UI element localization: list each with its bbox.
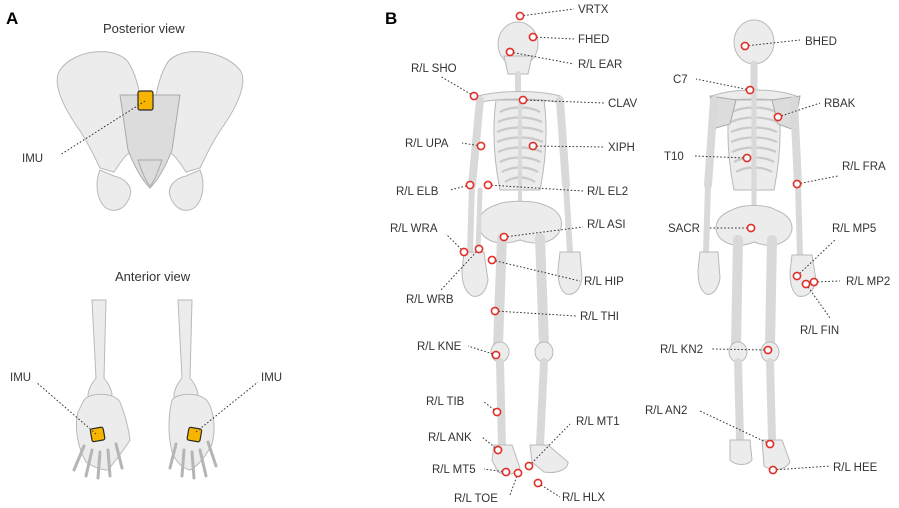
marker-xiph xyxy=(528,141,538,151)
marker-bhed xyxy=(740,41,750,51)
label-hlx: R/L HLX xyxy=(562,492,605,504)
label-an2: R/L AN2 xyxy=(645,405,687,417)
marker-mp2 xyxy=(809,277,819,287)
label-hee: R/L HEE xyxy=(833,462,878,474)
label-asi: R/L ASI xyxy=(587,219,626,231)
marker-mt1 xyxy=(524,461,534,471)
left-foot-illustration xyxy=(72,299,131,480)
label-fin: R/L FIN xyxy=(800,325,839,337)
marker-elb xyxy=(465,180,475,190)
marker-hee xyxy=(768,465,778,475)
marker-vrtx xyxy=(515,11,525,21)
marker-hip xyxy=(487,255,497,265)
label-wra: R/L WRA xyxy=(390,223,438,235)
label-sacr: SACR xyxy=(668,223,700,235)
label-mt1: R/L MT1 xyxy=(576,416,620,428)
marker-rbak xyxy=(773,112,783,122)
label-elb: R/L ELB xyxy=(396,186,439,198)
label-wrb: R/L WRB xyxy=(406,294,454,306)
right-foot-imu-label: IMU xyxy=(261,372,282,384)
marker-fra xyxy=(792,179,802,189)
right-foot-imu-sensor xyxy=(186,426,203,443)
label-thi: R/L THI xyxy=(580,311,619,323)
label-ear: R/L EAR xyxy=(578,59,622,71)
panel-a: A Posterior view IMU Anterior view xyxy=(6,9,282,480)
label-mp5: R/L MP5 xyxy=(832,223,876,235)
left-foot-imu-leader xyxy=(35,381,97,435)
marker-asi xyxy=(499,232,509,242)
label-fhed: FHED xyxy=(578,34,609,46)
label-mt5: R/L MT5 xyxy=(432,464,476,476)
pelvis-imu-leader xyxy=(59,100,146,156)
marker-ear xyxy=(505,47,515,57)
label-el2: R/L EL2 xyxy=(587,186,628,198)
marker-clav xyxy=(518,95,528,105)
back-marker-points xyxy=(740,41,819,475)
right-foot-imu-leader xyxy=(195,381,259,433)
panel-b: B xyxy=(385,4,890,505)
label-vrtx: VRTX xyxy=(578,4,609,16)
marker-mp5 xyxy=(792,271,802,281)
pelvis-imu-sensor xyxy=(137,90,154,111)
back-marker-labels: BHED C7 RBAK T10 R/L FRA SACR R/L MP5 R/… xyxy=(645,36,890,474)
label-ank: R/L ANK xyxy=(428,432,472,444)
label-rbak: RBAK xyxy=(824,98,856,110)
label-fra: R/L FRA xyxy=(842,161,886,173)
left-foot-imu-label: IMU xyxy=(10,372,31,384)
pelvis-imu-label: IMU xyxy=(22,153,43,165)
posterior-view-title: Posterior view xyxy=(103,21,185,36)
marker-el2 xyxy=(483,180,493,190)
front-marker-points xyxy=(459,11,543,488)
marker-kn2 xyxy=(763,345,773,355)
label-sho: R/L SHO xyxy=(411,63,457,75)
label-clav: CLAV xyxy=(608,98,638,110)
left-foot-imu-sensor xyxy=(89,426,106,443)
label-xiph: XIPH xyxy=(608,142,635,154)
marker-ank xyxy=(493,445,503,455)
marker-sho xyxy=(469,91,479,101)
marker-tib xyxy=(492,407,502,417)
label-mp2: R/L MP2 xyxy=(846,276,890,288)
front-marker-labels: VRTX FHED R/L EAR R/L SHO CLAV R/L UPA X… xyxy=(390,4,638,505)
panel-b-letter: B xyxy=(385,9,397,28)
marker-t10 xyxy=(742,153,752,163)
marker-wra xyxy=(459,247,469,257)
label-hip: R/L HIP xyxy=(584,276,624,288)
label-tib: R/L TIB xyxy=(426,396,465,408)
marker-kne xyxy=(491,350,501,360)
pelvis-illustration xyxy=(56,51,244,211)
marker-toe xyxy=(513,468,523,478)
label-upa: R/L UPA xyxy=(405,138,449,150)
marker-fhed xyxy=(528,32,538,42)
marker-upa xyxy=(476,141,486,151)
label-bhed: BHED xyxy=(805,36,837,48)
marker-wrb xyxy=(474,244,484,254)
marker-c7 xyxy=(745,85,755,95)
back-skeleton xyxy=(697,19,817,470)
marker-thi xyxy=(490,306,500,316)
marker-hlx xyxy=(533,478,543,488)
marker-an2 xyxy=(765,439,775,449)
marker-fin xyxy=(801,279,811,289)
marker-sacr xyxy=(746,223,756,233)
anterior-view-title: Anterior view xyxy=(115,269,191,284)
panel-a-letter: A xyxy=(6,9,18,28)
right-foot-illustration xyxy=(168,299,218,480)
label-t10: T10 xyxy=(664,151,684,163)
label-c7: C7 xyxy=(673,74,688,86)
label-kn2: R/L KN2 xyxy=(660,344,703,356)
label-kne: R/L KNE xyxy=(417,341,462,353)
label-toe: R/L TOE xyxy=(454,493,498,505)
marker-mt5 xyxy=(501,467,511,477)
